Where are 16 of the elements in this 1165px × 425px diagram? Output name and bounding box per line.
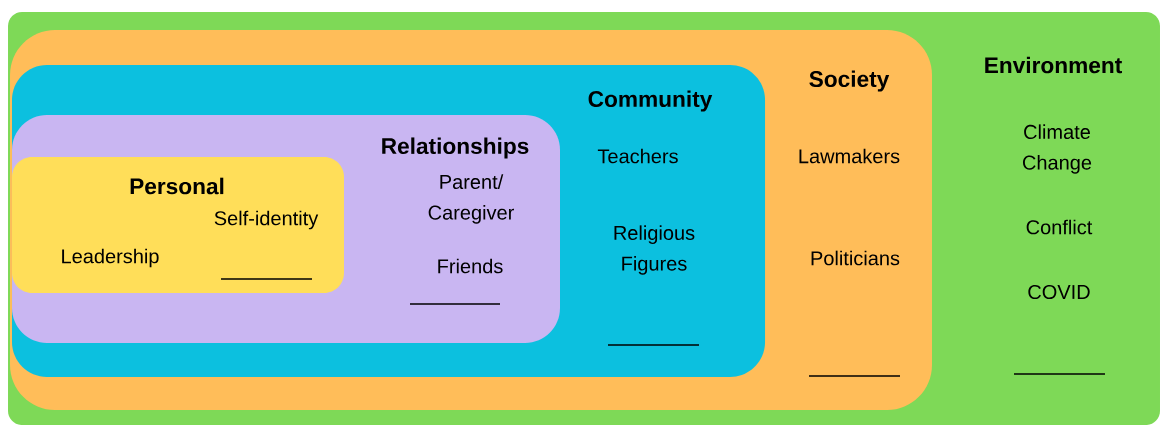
item-label: Friends <box>438 258 503 274</box>
heading: Personal <box>130 177 224 195</box>
item-label: Lawmakers <box>799 148 900 164</box>
item-label: Leadership <box>62 248 159 268</box>
heading: Society <box>809 70 890 92</box>
heading: Relationships <box>382 137 529 159</box>
item-label: COVID <box>1028 284 1090 300</box>
item-label: Parent/ Caregiver <box>428 174 514 224</box>
item-label: Self-identity <box>214 210 319 230</box>
item-label: Climate Change <box>1023 124 1092 174</box>
item-label: Politicians <box>811 250 900 266</box>
heading: Environment <box>985 56 1122 74</box>
item-label: Conflict <box>1026 219 1093 235</box>
heading: Community <box>588 90 713 112</box>
item-label: Teachers <box>597 148 678 164</box>
item-label: Religious Figures <box>614 225 695 275</box>
